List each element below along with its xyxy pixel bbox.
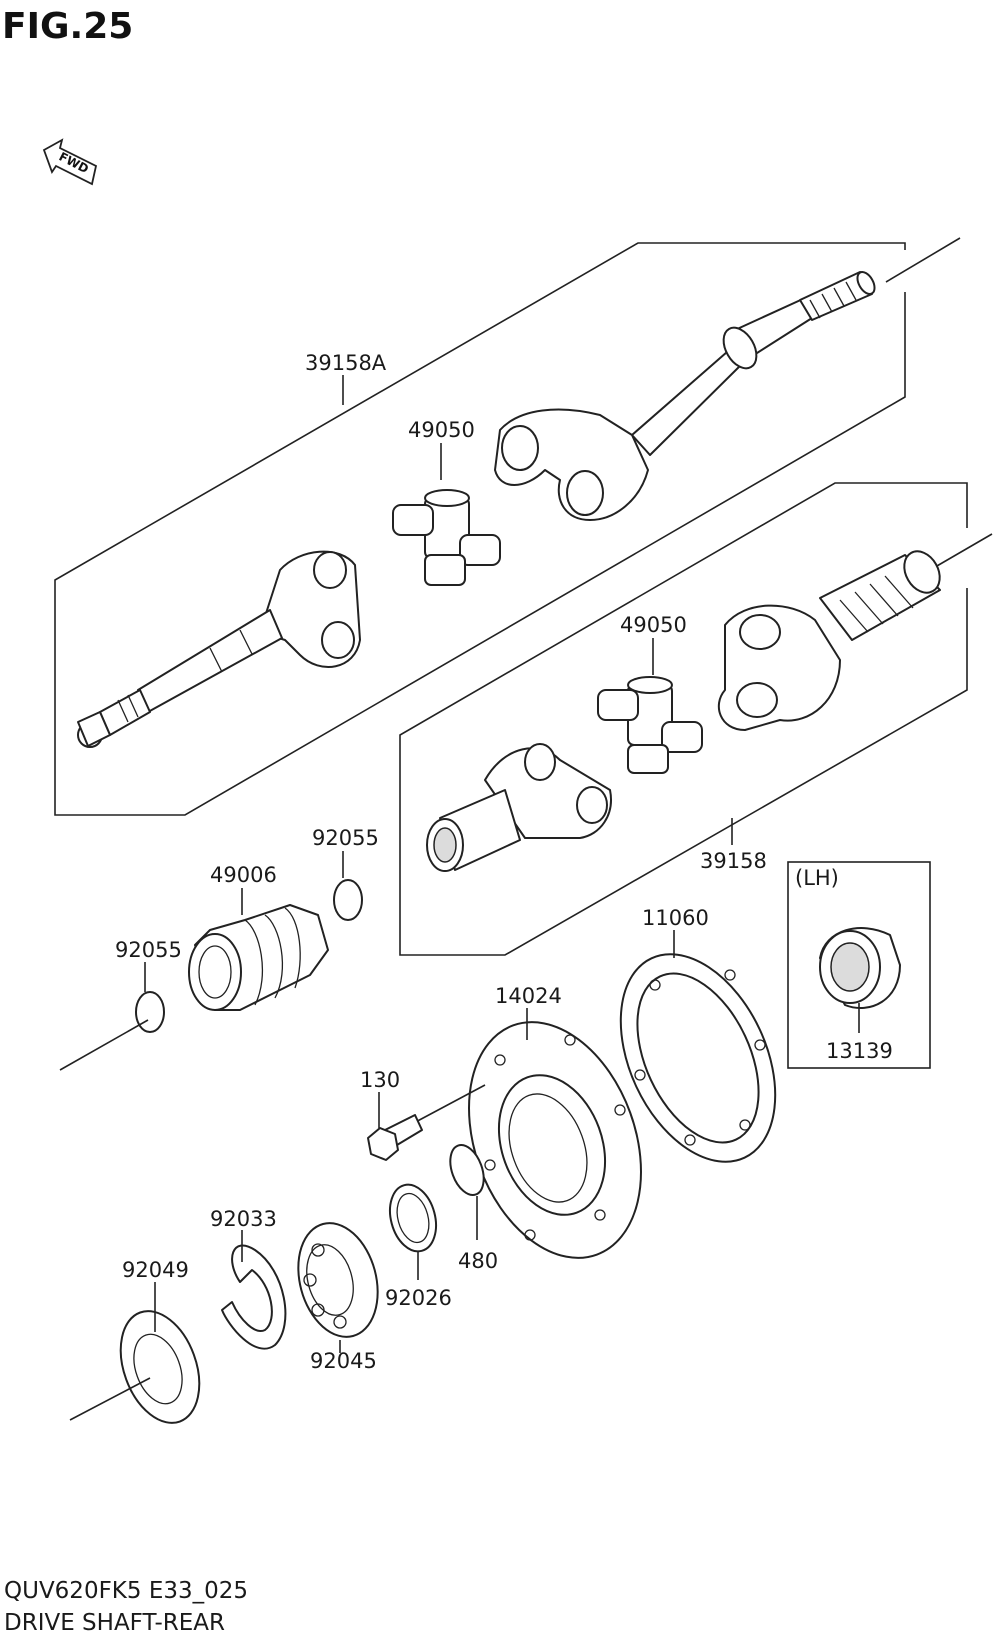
boot-49006 bbox=[188, 904, 329, 1011]
part-label-92055-left: 92055 bbox=[115, 938, 182, 962]
part-label-480: 480 bbox=[458, 1249, 498, 1273]
lower-shaft-right bbox=[717, 550, 941, 731]
part-label-13139: 13139 bbox=[826, 1039, 893, 1063]
part-label-92026: 92026 bbox=[385, 1286, 452, 1310]
part-label-92033: 92033 bbox=[210, 1207, 277, 1231]
model-code: QUV620FK5 E33_025 bbox=[4, 1578, 248, 1604]
assembly-39158A-outline bbox=[54, 237, 961, 816]
part-label-39158A: 39158A bbox=[305, 351, 387, 375]
housing-14024 bbox=[468, 1021, 642, 1259]
lower-shaft-left bbox=[426, 743, 612, 872]
part-label-92055-right: 92055 bbox=[312, 826, 379, 850]
o-ring-92055-right bbox=[333, 879, 363, 921]
upper-shaft-right bbox=[494, 271, 876, 521]
gasket-11060 bbox=[619, 953, 777, 1163]
snap-ring-92033 bbox=[221, 1244, 287, 1350]
part-label-130: 130 bbox=[360, 1068, 400, 1092]
washer-92026 bbox=[388, 1183, 438, 1253]
part-label-92049: 92049 bbox=[122, 1258, 189, 1282]
part-label-11060: 11060 bbox=[642, 906, 709, 930]
part-label-14024: 14024 bbox=[495, 984, 562, 1008]
bolt-130 bbox=[367, 1084, 486, 1161]
part-label-92045: 92045 bbox=[310, 1349, 377, 1373]
axis-line-left bbox=[59, 1019, 149, 1071]
o-ring-92055-left bbox=[135, 991, 165, 1033]
universal-joint-lower bbox=[597, 676, 703, 774]
part-label-49006: 49006 bbox=[210, 863, 277, 887]
upper-shaft-left bbox=[77, 550, 361, 748]
figure-title: FIG.25 bbox=[2, 6, 133, 47]
bearing-92045 bbox=[297, 1222, 379, 1338]
inset-lh-box bbox=[787, 861, 931, 1069]
universal-joint-upper bbox=[392, 489, 501, 586]
leader-lines bbox=[144, 375, 860, 1353]
circlip-480 bbox=[449, 1144, 485, 1196]
assembly-39158-outline bbox=[399, 482, 993, 956]
axis-line-seal bbox=[69, 1377, 151, 1421]
part-label-49050-upper: 49050 bbox=[408, 418, 475, 442]
part-label-49050-lower: 49050 bbox=[620, 613, 687, 637]
inset-label-lh: (LH) bbox=[795, 866, 839, 890]
fwd-arrow-icon: FWD bbox=[42, 138, 98, 186]
part-label-39158: 39158 bbox=[700, 849, 767, 873]
section-name: DRIVE SHAFT-REAR bbox=[4, 1610, 225, 1636]
seal-92049 bbox=[119, 1310, 201, 1424]
